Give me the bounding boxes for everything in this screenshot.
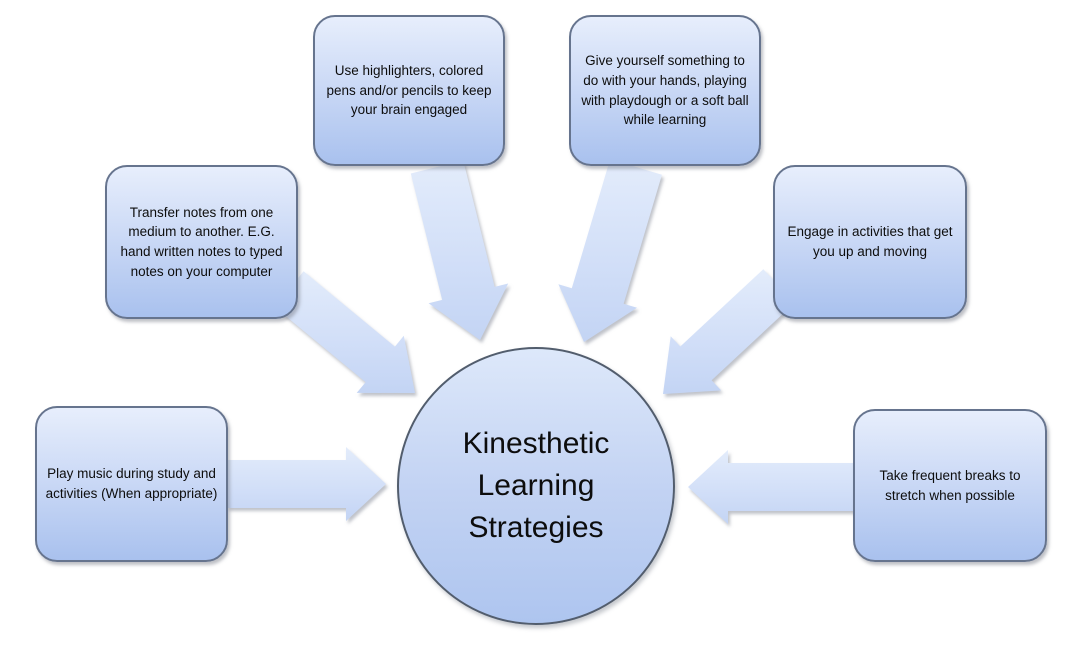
node-transfer-notes: Transfer notes from one medium to anothe…	[105, 165, 298, 319]
node-play-music: Play music during study and activities (…	[35, 406, 228, 562]
node-transfer-notes-label: Transfer notes from one medium to anothe…	[120, 204, 283, 279]
node-engage-moving-label: Engage in activities that get you up and…	[787, 224, 953, 259]
arrow-transfer-notes-to-center	[274, 271, 415, 393]
arrow-play-music-to-center	[227, 447, 386, 521]
node-take-breaks: Take frequent breaks to stretch when pos…	[853, 409, 1047, 562]
node-play-music-label: Play music during study and activities (…	[45, 466, 218, 501]
node-take-breaks-label: Take frequent breaks to stretch when pos…	[879, 467, 1021, 503]
arrow-engage-moving-to-center	[663, 269, 795, 394]
arrow-hands-busy-to-center	[558, 159, 662, 342]
node-use-highlighters: Use highlighters, colored pens and/or pe…	[313, 15, 505, 166]
node-use-highlighters-label: Use highlighters, colored pens and/or pe…	[326, 63, 492, 118]
arrow-use-highlighters-to-center	[410, 160, 509, 340]
node-hands-busy-label: Give yourself something to do with your …	[581, 53, 749, 128]
center-circle: Kinesthetic Learning Strategies	[397, 347, 675, 625]
node-hands-busy: Give yourself something to do with your …	[569, 15, 761, 166]
node-engage-moving: Engage in activities that get you up and…	[773, 165, 967, 319]
arrow-take-breaks-to-center	[688, 450, 854, 524]
center-circle-label: Kinesthetic Learning Strategies	[462, 427, 610, 544]
